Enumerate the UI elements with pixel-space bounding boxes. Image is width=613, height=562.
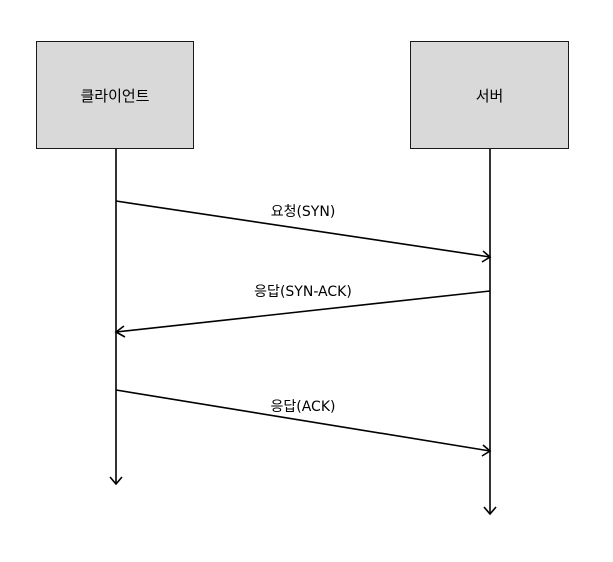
msg-syn-arrow: [115, 200, 491, 258]
msg-ack-label: 응답(ACK): [270, 399, 336, 415]
msg-ack-arrowhead: [481, 444, 492, 457]
msg-syn-ack-arrow: [115, 290, 491, 333]
msg-syn-ack-arrowhead: [114, 325, 126, 338]
server-participant-label: 서버: [475, 86, 504, 105]
msg-syn-ack-label: 응답(SYN-ACK): [254, 284, 352, 300]
msg-syn-arrowhead: [481, 250, 492, 263]
server-participant-box: 서버: [410, 41, 569, 149]
client-participant-label: 클라이언트: [80, 86, 150, 105]
msg-ack-arrow: [115, 389, 491, 452]
client-participant-box: 클라이언트: [36, 41, 194, 149]
server-lifeline-arrowhead: [483, 506, 497, 516]
msg-syn-label: 요청(SYN): [270, 204, 336, 220]
client-lifeline-arrowhead: [109, 476, 123, 486]
